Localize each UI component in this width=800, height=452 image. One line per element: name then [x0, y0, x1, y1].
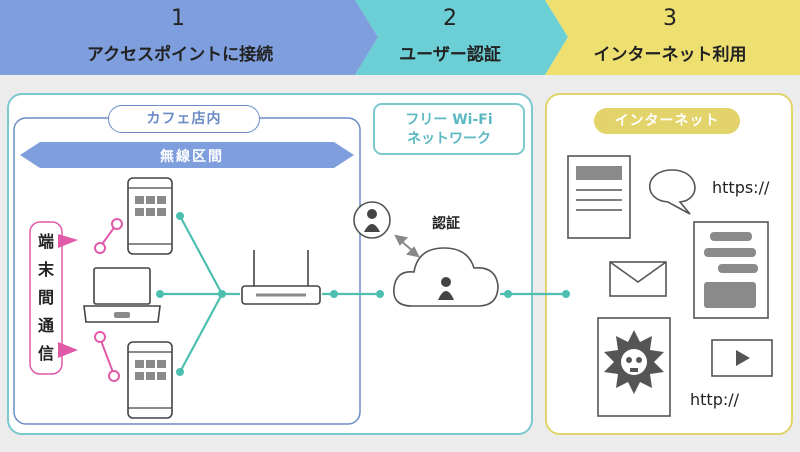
step-1-number: 1	[171, 6, 185, 31]
https-text: https://	[712, 178, 770, 197]
inter-device-char: 端	[37, 232, 54, 251]
inter-device-box	[29, 221, 63, 375]
inter-device-char: 間	[37, 288, 54, 307]
free-wifi-line2: ネットワーク	[407, 131, 491, 147]
mail-icon	[609, 261, 667, 297]
smartphone-top-icon	[127, 177, 173, 255]
link-dot	[176, 212, 184, 220]
inter-device-comm-label: 端 末 間 通 信	[30, 228, 62, 368]
step-3-label: インターネット利用	[593, 45, 747, 65]
wireless-section-arrow	[20, 142, 354, 168]
step-1-label: アクセスポイントに接続	[86, 45, 274, 65]
pink-link-top	[94, 218, 123, 254]
link-dot	[218, 290, 226, 298]
router-icon	[241, 250, 321, 305]
step-2-label: ユーザー認証	[399, 45, 501, 65]
auth-label: 認証	[432, 216, 460, 232]
step-2-number: 2	[443, 6, 457, 31]
link-dot	[376, 290, 384, 298]
free-wifi-line1: フリー Wi-Fi	[405, 112, 493, 128]
http-text: http://	[690, 390, 740, 409]
user-avatar-icon	[353, 201, 391, 239]
link-dot	[176, 368, 184, 376]
cafe-title: カフェ店内	[108, 105, 260, 133]
step-3-number: 3	[663, 6, 677, 31]
link-dot	[330, 290, 338, 298]
smartphone-bottom-icon	[127, 341, 173, 419]
inter-device-char: 末	[37, 260, 54, 279]
inter-device-char: 通	[37, 316, 54, 335]
cloud-icon	[393, 247, 499, 307]
pink-link-bottom	[94, 331, 120, 382]
chat-window-icon	[693, 221, 769, 319]
speech-bubble-icon	[648, 169, 696, 215]
free-wifi-box	[373, 103, 525, 155]
video-player-icon	[711, 339, 773, 377]
step-2-chevron	[355, 0, 568, 75]
pink-arrow-top	[58, 234, 78, 248]
step-banner	[0, 0, 800, 75]
document-icon	[567, 155, 631, 239]
link-dot	[504, 290, 512, 298]
link-dot	[562, 290, 570, 298]
malware-page-icon	[597, 317, 671, 417]
laptop-icon	[83, 267, 161, 323]
link-dot	[156, 290, 164, 298]
step-1-chevron	[0, 0, 378, 75]
step-3-chevron	[545, 0, 800, 75]
pink-arrow-bottom	[58, 342, 78, 358]
wireless-section-label: 無線区間	[160, 149, 224, 165]
inter-device-char: 信	[37, 344, 54, 363]
internet-title: インターネット	[594, 108, 740, 134]
auth-arrow-icon	[394, 234, 420, 258]
